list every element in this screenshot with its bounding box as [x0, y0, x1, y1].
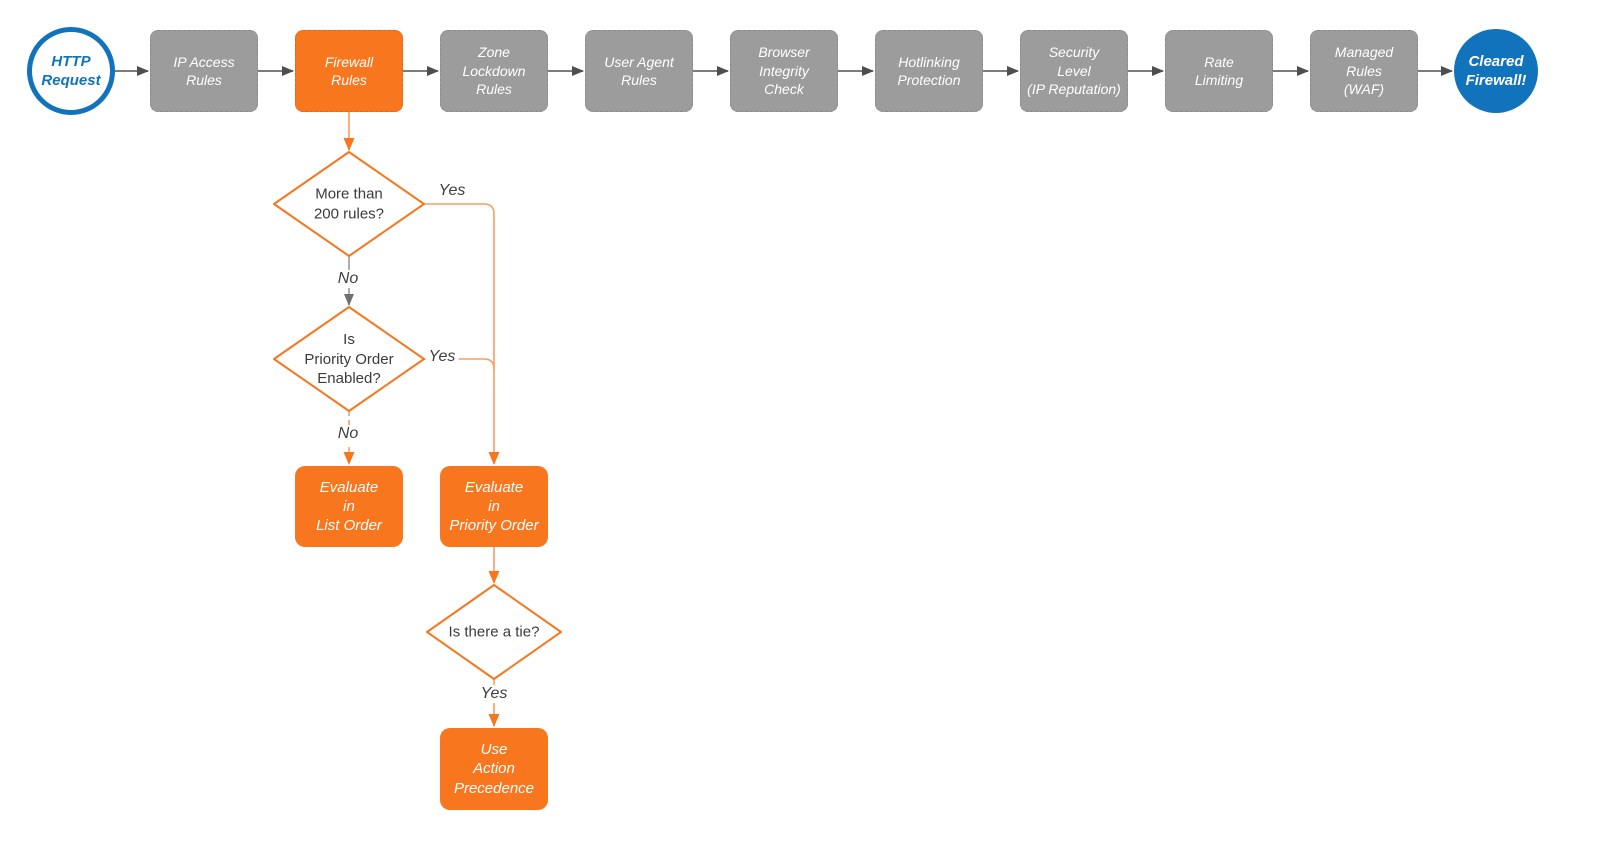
action-label: Evaluate in Priority Order: [449, 478, 539, 535]
pipeline-step-label: Firewall Rules: [324, 53, 374, 88]
edge-label-priority-enabled-yes: Yes: [425, 348, 459, 366]
decision-is-there-a-tie-shape: [426, 584, 562, 680]
decision-priority-order-enabled-shape: [273, 306, 425, 412]
edge-200-rules-yes: [424, 203, 500, 465]
start-node-http-request: HTTP Request: [27, 27, 115, 115]
decision-is-there-a-tie-label: Is there a tie?: [448, 623, 540, 641]
action-use-action-precedence: Use Action Precedence: [440, 728, 548, 810]
edge-label-priority-enabled-no: No: [334, 425, 362, 443]
pipeline-step-label: Browser Integrity Check: [758, 44, 810, 98]
pipeline-step-rate-limiting: Rate Limiting: [1165, 30, 1273, 112]
decision-priority-order-enabled-label: Is Priority Order Enabled?: [304, 330, 394, 387]
pipeline-step-label: Managed Rules (WAF): [1334, 44, 1394, 98]
action-evaluate-in-list-order: Evaluate in List Order: [295, 466, 403, 547]
action-label: Use Action Precedence: [453, 741, 535, 797]
edge-label-200-rules-yes: Yes: [438, 182, 466, 199]
pipeline-step-label: User Agent Rules: [604, 53, 674, 88]
pipeline-step-label: IP Access Rules: [173, 53, 235, 88]
edge-label-200-rules-no: No: [334, 270, 362, 288]
edge-priority-enabled-yes: [424, 358, 495, 370]
pipeline-step-browser-integrity-check: Browser Integrity Check: [730, 30, 838, 112]
pipeline-step-managed-rules-waf: Managed Rules (WAF): [1310, 30, 1418, 112]
end-node-label: Cleared Firewall!: [1465, 52, 1527, 90]
pipeline-step-hotlinking-protection: Hotlinking Protection: [875, 30, 983, 112]
start-node-label: HTTP Request: [41, 52, 101, 90]
decision-more-than-200-rules-label: More than 200 rules?: [313, 185, 385, 223]
end-node-cleared-firewall: Cleared Firewall!: [1454, 29, 1538, 113]
action-evaluate-in-priority-order: Evaluate in Priority Order: [440, 466, 548, 547]
pipeline-step-label: Security Level (IP Reputation): [1027, 44, 1121, 98]
edge-label-tie-yes: Yes: [477, 685, 511, 703]
pipeline-step-label: Zone Lockdown Rules: [462, 44, 526, 98]
pipeline-step-zone-lockdown-rules: Zone Lockdown Rules: [440, 30, 548, 112]
pipeline-step-user-agent-rules: User Agent Rules: [585, 30, 693, 112]
action-label: Evaluate in List Order: [316, 478, 382, 535]
pipeline-step-label: Hotlinking Protection: [897, 53, 961, 88]
pipeline-step-ip-access-rules: IP Access Rules: [150, 30, 258, 112]
decision-more-than-200-rules-shape: [273, 151, 425, 257]
pipeline-step-security-level: Security Level (IP Reputation): [1020, 30, 1128, 112]
pipeline-step-firewall-rules: Firewall Rules: [295, 30, 403, 112]
pipeline-step-label: Rate Limiting: [1194, 53, 1244, 88]
pipeline-row: IP Access Rules Firewall Rules Zone Lock…: [150, 30, 1418, 112]
